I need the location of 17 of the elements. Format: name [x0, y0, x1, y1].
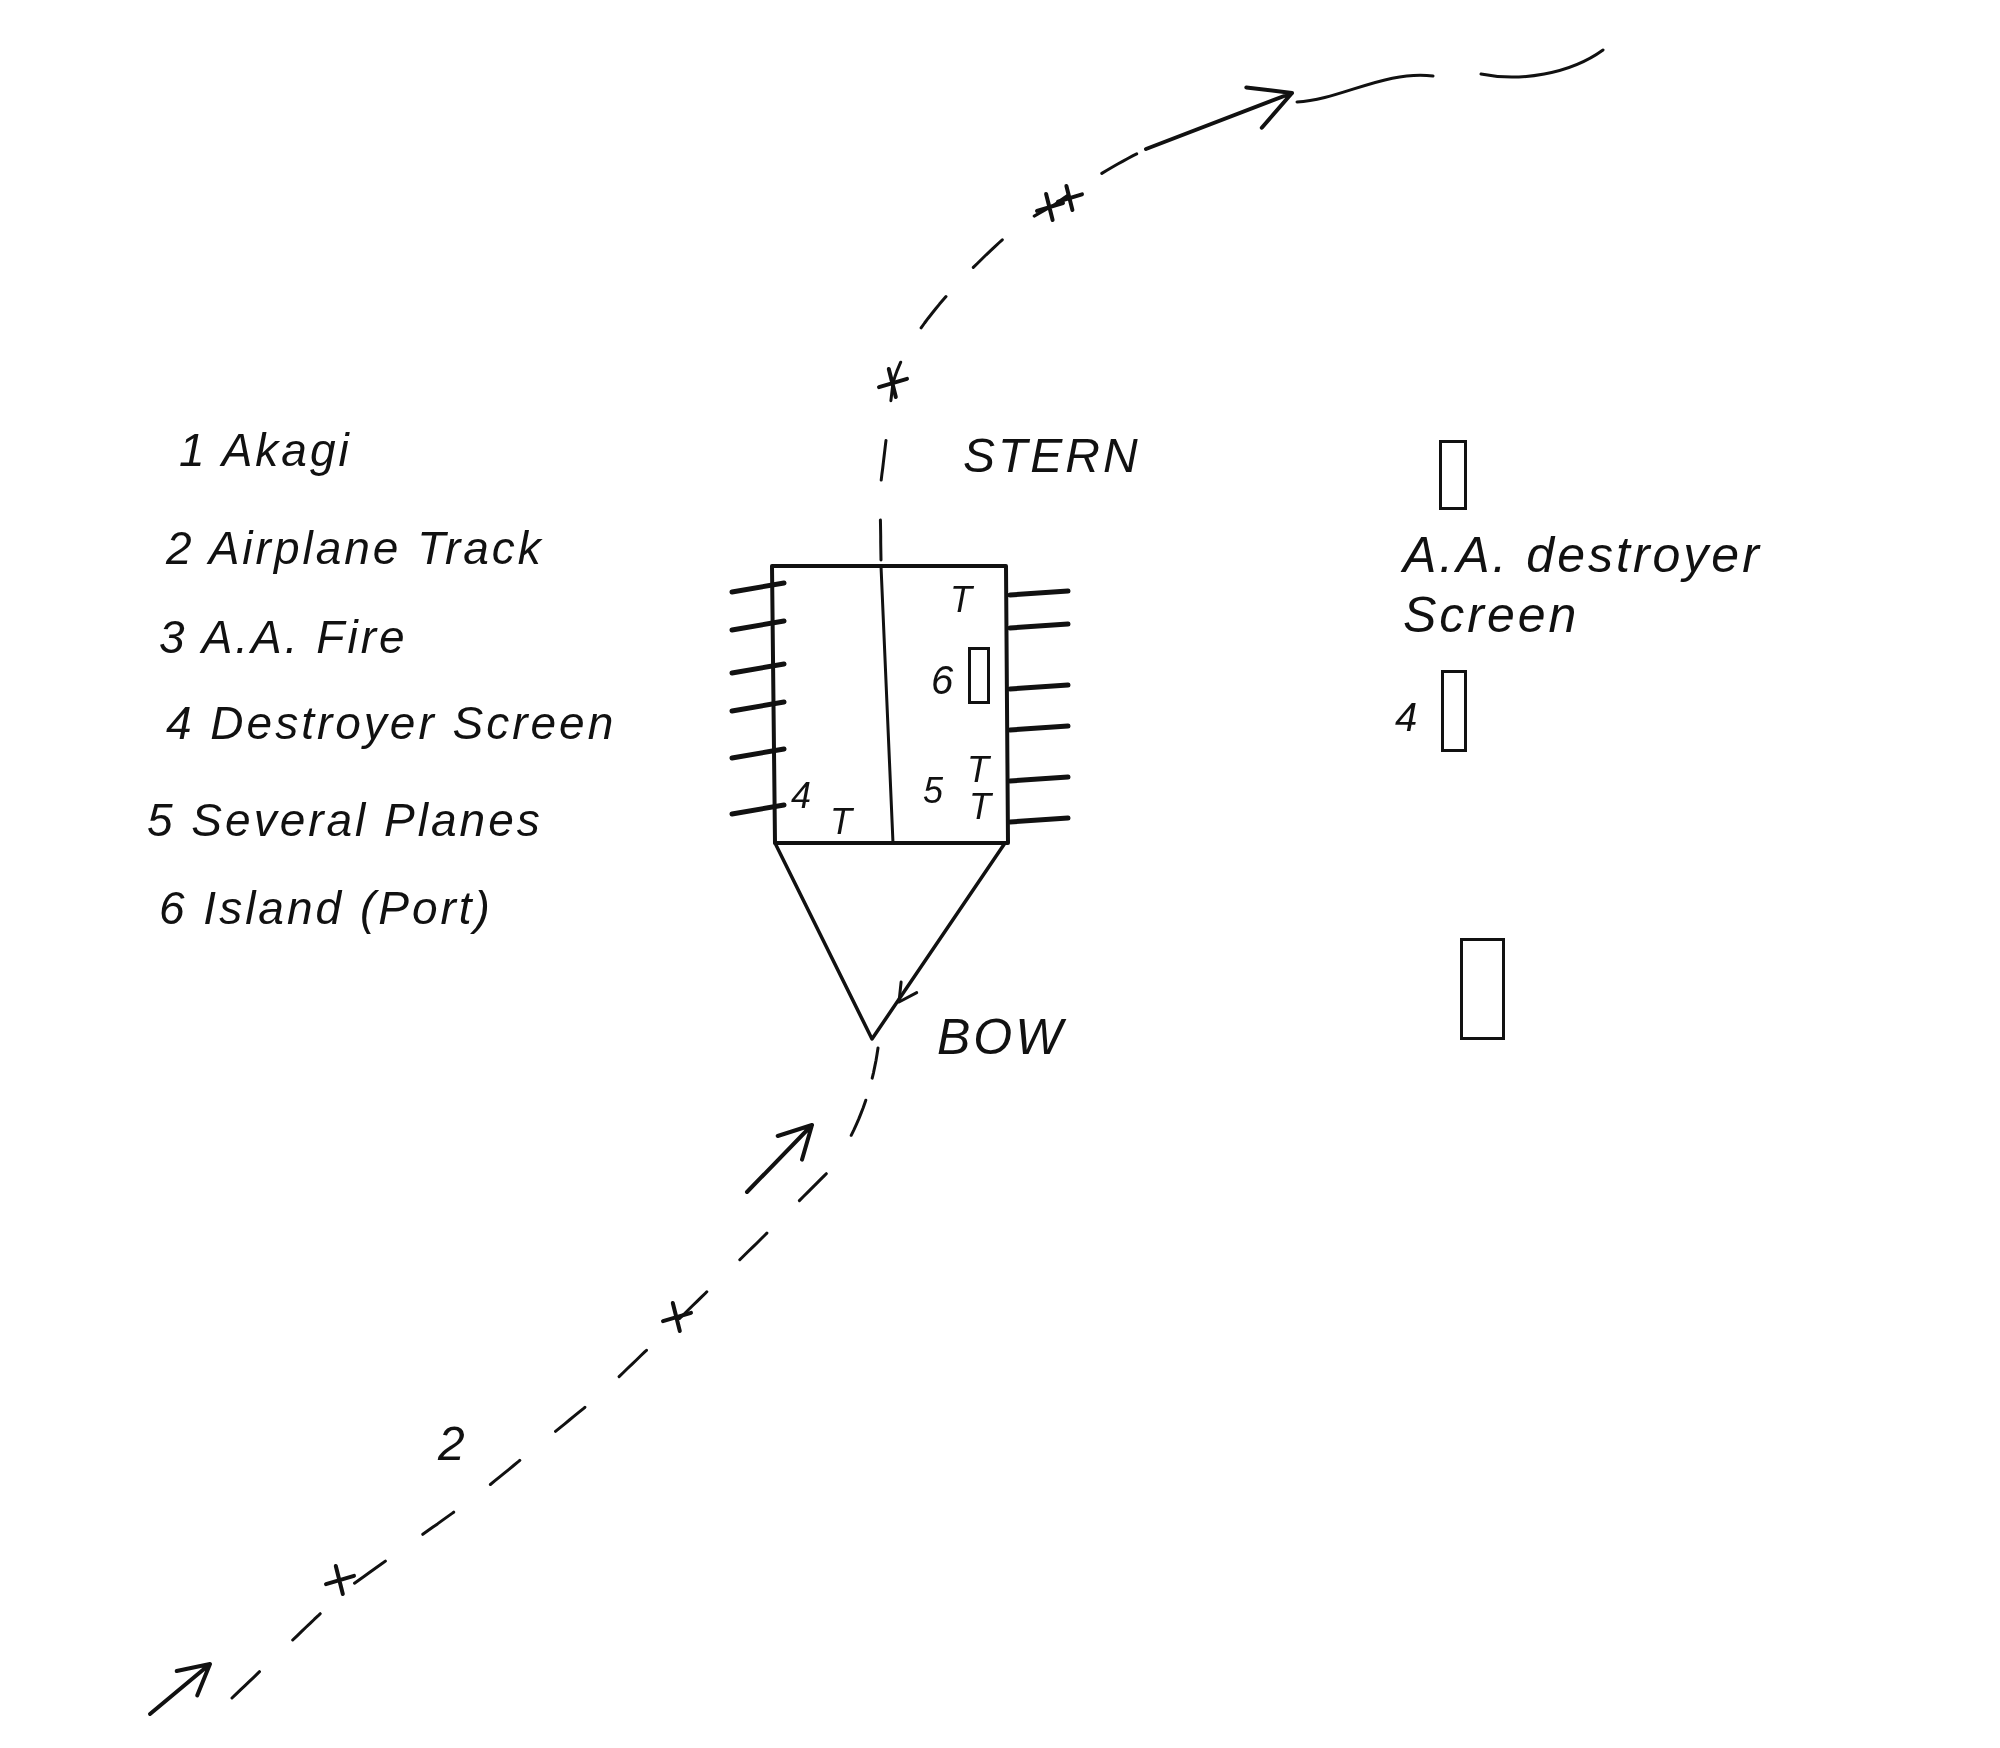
callout-number: 2: [438, 1420, 468, 1468]
key-entry: 3 A.A. Fire: [159, 614, 408, 660]
bow-label: BOW: [937, 1012, 1066, 1062]
callout-letter: T: [969, 789, 991, 825]
callout-letter: T: [950, 582, 972, 618]
callout-number: 4: [1394, 697, 1418, 737]
callout-number: 5: [923, 773, 943, 809]
callout-letter: T: [830, 804, 852, 840]
key-entry: 5 Several Planes: [147, 797, 543, 843]
destroyer-outline: [1460, 938, 1505, 1040]
island-outline: [968, 647, 990, 704]
callout-number: 6: [930, 660, 954, 700]
callout-number: 4: [791, 778, 811, 814]
destroyer-outline: [1441, 670, 1467, 752]
destroyer-outline: [1439, 440, 1467, 510]
callout-letter: T: [967, 752, 989, 788]
stern-label: STERN: [963, 432, 1141, 480]
